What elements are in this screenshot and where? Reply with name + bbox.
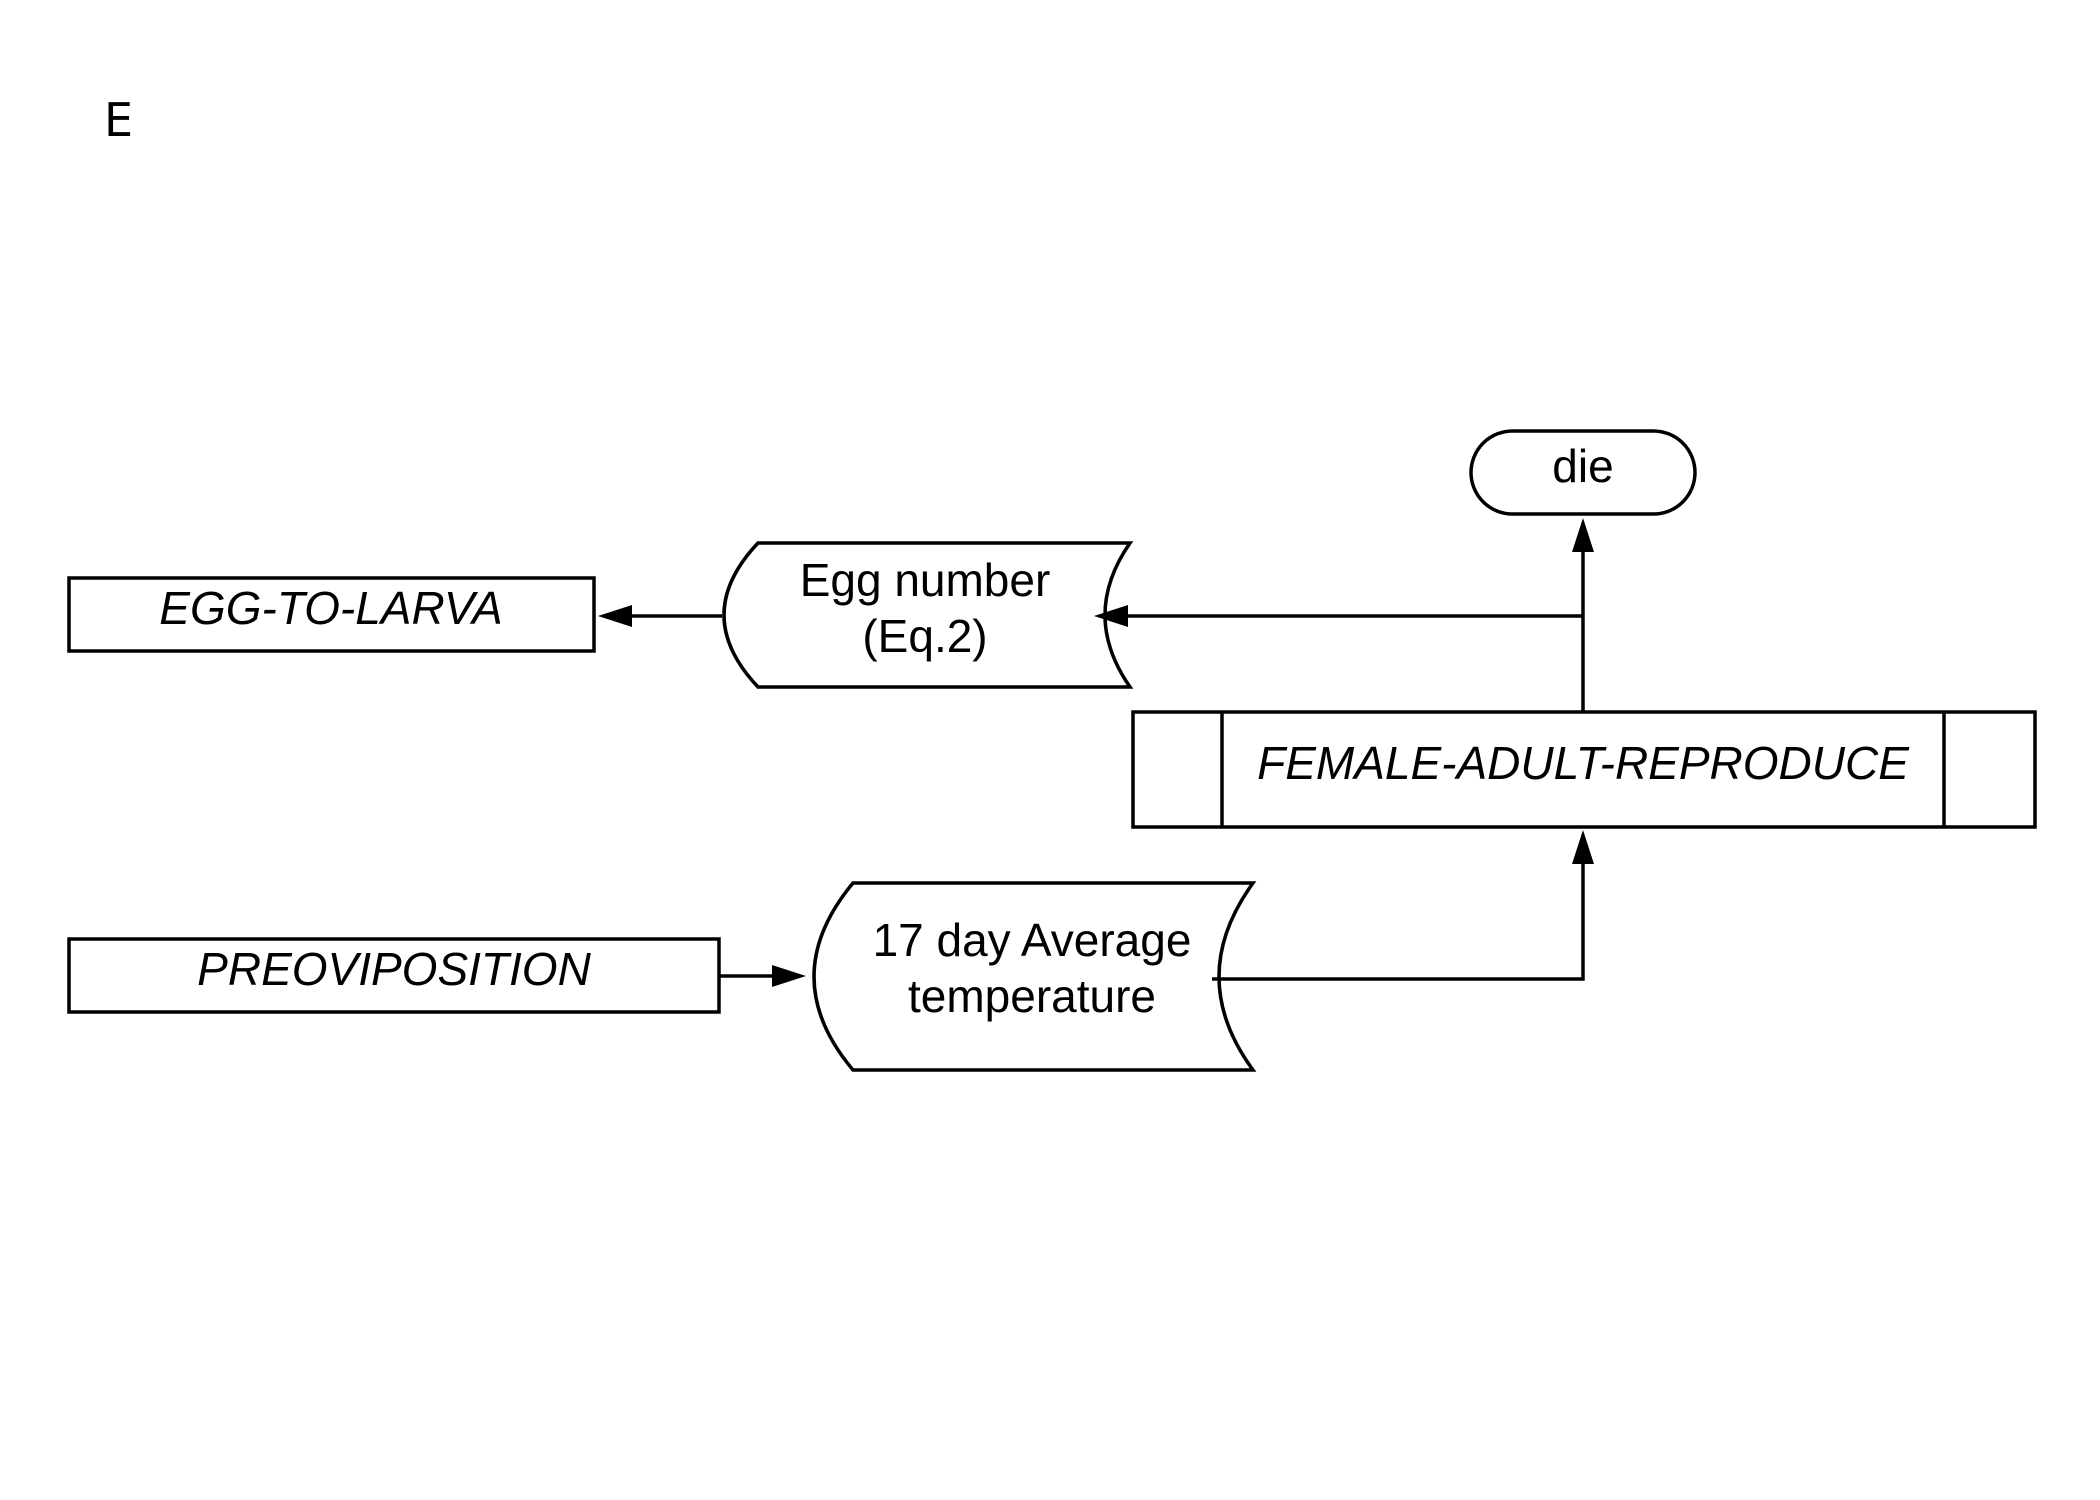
node-female-adult-reproduce: FEMALE-ADULT-REPRODUCE [1131,710,2037,829]
edge-egg-number-to-egg-to-larva [598,605,722,627]
avg-temperature-line1: 17 day Average [873,914,1192,966]
node-preoviposition: PREOVIPOSITION [67,937,721,1014]
arrowhead-left-to-egg-to-larva [598,605,632,627]
female-adult-reproduce-label: FEMALE-ADULT-REPRODUCE [1257,737,1910,789]
node-egg-number: Egg number (Eq.2) [722,541,1134,689]
edge-avg-temperature-to-reproduce [1212,830,1594,981]
arrowhead-left-to-egg-number [1094,605,1128,627]
arrowhead-up-to-die [1572,518,1594,552]
node-avg-temperature: 17 day Average temperature [812,881,1257,1072]
egg-number-line1: Egg number [800,554,1051,606]
panel-label: E [104,93,133,147]
edge-reproduce-to-egg-number [1094,605,1583,627]
arrowhead-right-to-avg-temperature [772,965,806,987]
preoviposition-label: PREOVIPOSITION [197,943,591,995]
arrowhead-up-to-reproduce [1572,830,1594,864]
egg-to-larva-label: EGG-TO-LARVA [159,582,502,634]
die-label: die [1552,440,1613,492]
avg-temperature-line2: temperature [908,970,1156,1022]
edge-reproduce-to-die [1572,518,1594,712]
egg-number-line2: (Eq.2) [862,610,987,662]
node-egg-to-larva: EGG-TO-LARVA [67,576,596,653]
edge-preoviposition-to-avg-temperature [719,965,806,987]
node-die: die [1469,429,1697,516]
